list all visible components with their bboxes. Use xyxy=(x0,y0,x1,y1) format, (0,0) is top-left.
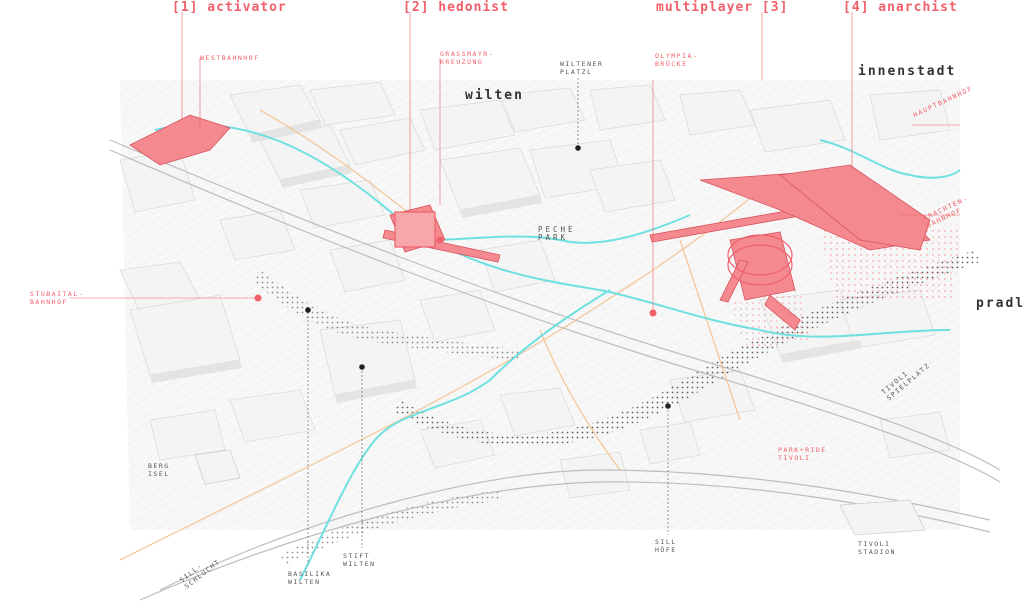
label-tivoli-stadion: TIVOLI STADION xyxy=(858,540,896,556)
label-stubaitalbahnhof: STUBAITAL- BAHNHOF xyxy=(30,290,85,306)
district-innenstadt: innenstadt xyxy=(858,64,957,79)
label-berg-isel: BERG ISEL xyxy=(148,462,170,478)
rail-corridor-west xyxy=(252,270,520,360)
cyan-mobility-path xyxy=(154,123,951,581)
label-basilika-wilten: BASILIKA WILTEN xyxy=(288,570,332,586)
label-park-ride-tivoli: PARK+RIDE TIVOLI xyxy=(778,446,827,462)
header-anarchist: [4] anarchist xyxy=(843,0,958,15)
label-olympia-bruecke: OLYMPIA- BRÜCKE xyxy=(655,52,699,68)
berg-isel-block xyxy=(194,449,241,485)
label-peche-park: PECHE PARK xyxy=(538,225,576,242)
cyan-path-east xyxy=(819,139,961,179)
label-grassmayr-kreuzung: GRASSMAYR- KREUZUNG xyxy=(440,50,495,66)
label-sill-hoefe: SILL HÖFE xyxy=(655,538,677,554)
map-markers xyxy=(254,145,671,409)
leader-lines xyxy=(70,12,960,310)
grey-leader-lines xyxy=(307,78,669,565)
district-wilten: wilten xyxy=(465,88,524,103)
label-wiltener-platzl: WILTENER PLATZL xyxy=(560,60,604,76)
header-hedonist: [2] hedonist xyxy=(403,0,509,15)
building-shadows xyxy=(150,120,862,403)
label-stift-wilten: STIFT WILTEN xyxy=(343,552,376,568)
stadium xyxy=(839,499,926,536)
header-multiplayer: multiplayer [3] xyxy=(656,0,789,15)
header-activator: [1] activator xyxy=(172,0,287,15)
rail-corridor-south xyxy=(280,490,502,565)
district-pradl: pradl xyxy=(976,296,1026,311)
label-westbahnhof: WESTBAHNHOF xyxy=(200,54,260,62)
red-accents xyxy=(394,211,793,286)
